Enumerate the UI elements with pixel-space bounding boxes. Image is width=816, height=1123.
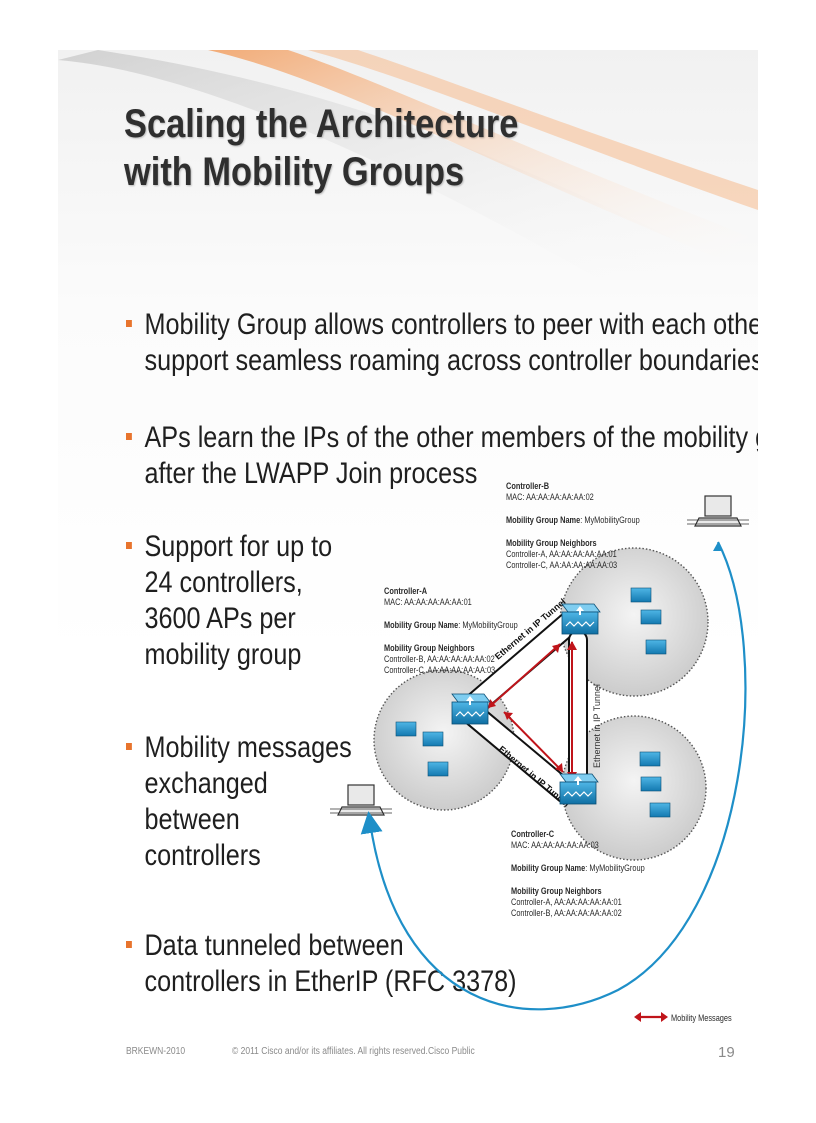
controller-b-info: Controller-B MAC: AA:AA:AA:AA:AA:02 Mobi… <box>506 481 640 571</box>
bullet-5-line-2: controllers in EtherIP (RFC 3378) <box>144 965 517 998</box>
bullet-4-line-4: controllers <box>144 839 261 872</box>
controller-c-icon <box>559 773 599 805</box>
controller-c-group-label: Mobility Group Name <box>511 863 586 873</box>
bullet-3-line-3: 3600 APs per <box>144 602 296 635</box>
laptop-icon-right <box>687 495 749 527</box>
bullet-4-line-2: exchanged <box>144 767 268 800</box>
bullet-2-line-1: APs learn the IPs of the other members o… <box>144 421 758 454</box>
controller-c-neighbor-2: Controller-B, AA:AA:AA:AA:AA:02 <box>511 908 622 918</box>
laptop-icon-left <box>330 784 392 816</box>
legend-label: Mobility Messages <box>671 1013 732 1023</box>
mobility-group-diagram: Ethernet in IP Tunnel Ethernet in IP Tun… <box>330 495 749 1022</box>
slide-title: Scaling the Architecture with Mobility G… <box>124 100 518 196</box>
controller-b-group-label: Mobility Group Name <box>506 515 581 525</box>
controller-a-group-label: Mobility Group Name <box>384 620 459 630</box>
bullet-marker <box>126 941 132 948</box>
controller-b-group-value: : MyMobilityGroup <box>580 515 640 525</box>
bullet-1-line-1: Mobility Group allows controllers to pee… <box>144 308 758 341</box>
page-number: 19 <box>718 1044 735 1061</box>
controller-a-neighbor-2: Controller-C, AA:AA:AA:AA:AA:03 <box>384 665 496 675</box>
controller-a-icon <box>451 693 491 725</box>
tunnel-b-c <box>567 630 588 792</box>
bullet-3-line-1: Support for up to <box>144 530 333 563</box>
bullet-2-line-2: after the LWAPP Join process <box>144 457 478 490</box>
bullet-5-line-1: Data tunneled between <box>144 929 404 962</box>
controller-b-neighbors-label: Mobility Group Neighbors <box>506 538 597 548</box>
controller-c-info: Controller-C MAC: AA:AA:AA:AA:AA:03 Mobi… <box>511 829 645 919</box>
bullet-marker <box>126 542 132 549</box>
controller-b-neighbor-2: Controller-C, AA:AA:AA:AA:AA:03 <box>506 560 618 570</box>
roaming-path-head <box>713 542 723 551</box>
controller-b-name: Controller-B <box>506 481 550 491</box>
controller-a-name: Controller-A <box>384 586 428 596</box>
controller-c-group-value: : MyMobilityGroup <box>585 863 645 873</box>
bullet-marker <box>126 320 132 327</box>
double-arrow-icon <box>634 1012 668 1022</box>
footer-copyright: © 2011 Cisco and/or its affiliates. All … <box>232 1046 428 1057</box>
controller-a-neighbor-1: Controller-B, AA:AA:AA:AA:AA:02 <box>384 654 495 664</box>
controller-b-mac: MAC: AA:AA:AA:AA:AA:02 <box>506 492 594 502</box>
controller-a-mac: MAC: AA:AA:AA:AA:AA:01 <box>384 597 472 607</box>
bullet-3-line-2: 24 controllers, <box>144 566 303 599</box>
tunnel-label-b-c: Ethernet in IP Tunnel <box>592 684 602 768</box>
controller-c-name: Controller-C <box>511 829 555 839</box>
access-point-icon <box>395 587 671 818</box>
roaming-path <box>360 541 747 1011</box>
controller-c-mac: MAC: AA:AA:AA:AA:AA:03 <box>511 840 599 850</box>
controller-c-neighbors-label: Mobility Group Neighbors <box>511 886 602 896</box>
bullet-marker <box>126 743 132 750</box>
bullet-4-line-3: between <box>144 803 240 836</box>
bullet-4-line-1: Mobility messages <box>144 731 352 764</box>
controller-b-neighbor-1: Controller-A, AA:AA:AA:AA:AA:01 <box>506 549 617 559</box>
bullet-1-line-2: support seamless roaming across controll… <box>144 344 758 377</box>
footer-session-id: BRKEWN-2010 <box>126 1046 186 1057</box>
title-line-2: with Mobility Groups <box>124 150 465 194</box>
title-line-1: Scaling the Architecture <box>124 102 519 146</box>
controller-b-icon <box>561 603 601 635</box>
coverage-cell-c <box>561 715 707 861</box>
bullet-3-line-4: mobility group <box>144 638 302 671</box>
controller-c-neighbor-1: Controller-A, AA:AA:AA:AA:AA:01 <box>511 897 622 907</box>
bullet-marker <box>126 433 132 440</box>
controller-a-group-value: : MyMobilityGroup <box>458 620 518 630</box>
footer-classification: Cisco Public <box>428 1046 475 1057</box>
header-swoosh-graphic <box>58 50 758 290</box>
controller-a-neighbors-label: Mobility Group Neighbors <box>384 643 475 653</box>
slide: Scaling the Architecture with Mobility G… <box>58 50 758 1070</box>
controller-a-info: Controller-A MAC: AA:AA:AA:AA:AA:01 Mobi… <box>384 586 518 676</box>
